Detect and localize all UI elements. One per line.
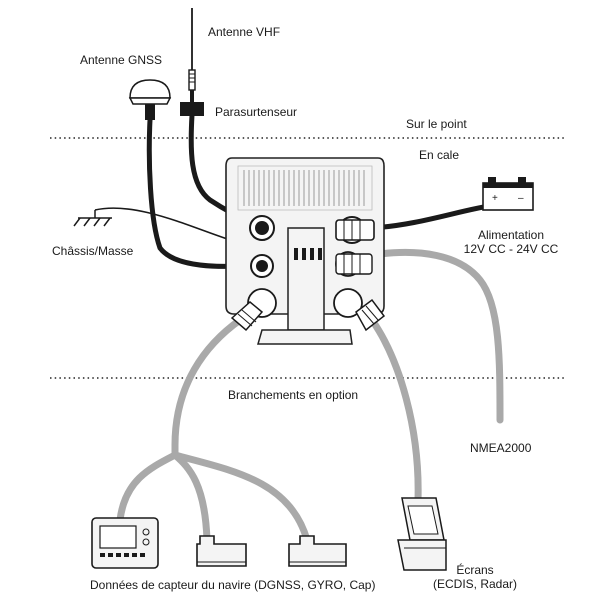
battery-icon: + – — [482, 177, 534, 211]
label-optional-connections: Branchements en option — [228, 388, 359, 402]
heatsink-fins — [243, 170, 365, 206]
screens-connector — [333, 288, 386, 332]
screens-cable — [368, 316, 422, 504]
power-cable — [369, 202, 498, 231]
label-below-deck: En cale — [419, 148, 460, 162]
surge-protector-icon — [180, 102, 204, 116]
vhf-connector — [249, 215, 275, 241]
label-screens-line1: Écrans — [456, 563, 494, 577]
label-antenna-gnss: Antenne GNSS — [80, 53, 163, 67]
label-above-deck: Sur le point — [406, 117, 467, 131]
gnss-antenna-icon — [128, 79, 172, 120]
label-sensor-data: Données de capteur du navire (DGNSS, GYR… — [90, 578, 376, 592]
sensor-display-device-icon — [91, 517, 159, 569]
label-power-line2: 12V CC - 24V CC — [463, 242, 559, 256]
power-connector — [335, 216, 375, 244]
svg-text:–: – — [518, 193, 524, 204]
label-screens-line2: (ECDIS, Radar) — [432, 577, 518, 591]
sensor-branch-2 — [171, 451, 211, 544]
mount-clips — [294, 248, 322, 260]
label-nmea2000: NMEA2000 — [470, 441, 532, 455]
svg-text:+: + — [492, 193, 498, 204]
vhf-antenna-icon — [188, 8, 196, 102]
sensor-connector — [230, 288, 277, 332]
ecdis-console-icon — [397, 497, 447, 571]
ground-icon — [73, 210, 112, 227]
gnss-connector — [250, 254, 274, 278]
sensor-branch-3 — [171, 451, 311, 544]
sensor-trunk-cable — [171, 316, 244, 459]
mount-base — [257, 329, 353, 345]
label-power: Alimentation 12V CC - 24V CC — [455, 228, 567, 256]
mount-bracket — [287, 227, 325, 331]
label-screens: Écrans (ECDIS, Radar) — [425, 563, 525, 591]
label-antenna-vhf: Antenne VHF — [208, 25, 281, 39]
sensor-box-3-icon — [288, 535, 347, 567]
gnss-cable — [146, 117, 261, 269]
nmea-cable — [368, 248, 504, 424]
label-chassis-ground: Châssis/Masse — [52, 244, 134, 258]
nmea-connector — [335, 251, 373, 277]
label-surge-protector: Parasurtenseur — [215, 105, 298, 119]
chassis-ground-wire — [94, 207, 244, 245]
sensor-box-2-icon — [196, 535, 247, 567]
grey-cables — [116, 248, 504, 544]
label-power-line1: Alimentation — [477, 228, 545, 242]
sensor-branch-1 — [116, 451, 179, 524]
